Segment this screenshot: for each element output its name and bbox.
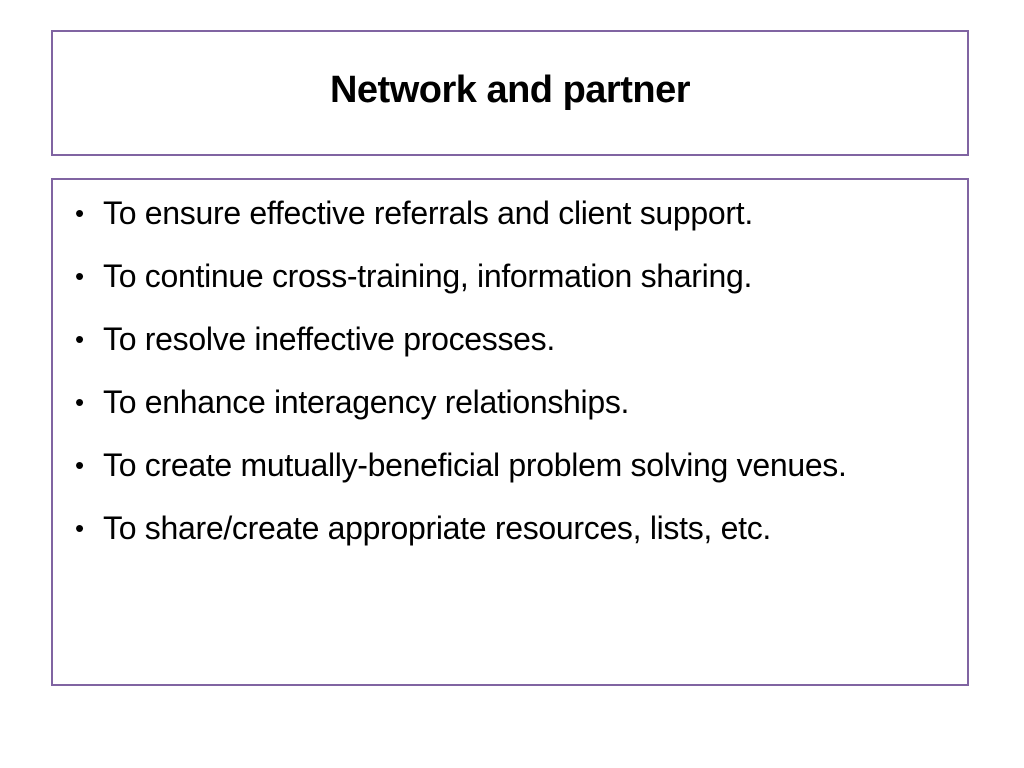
bullet-marker: • xyxy=(75,198,84,228)
bullet-text: To resolve ineffective processes. xyxy=(103,321,555,357)
bullet-text: To ensure effective referrals and client… xyxy=(103,195,753,231)
bullet-item: • To continue cross-training, informatio… xyxy=(67,257,953,295)
bullet-item: • To resolve ineffective processes. xyxy=(67,320,953,358)
bullet-list: • To ensure effective referrals and clie… xyxy=(67,194,953,547)
bullet-marker: • xyxy=(75,513,84,543)
bullet-text: To share/create appropriate resources, l… xyxy=(103,510,771,546)
bullet-item: • To share/create appropriate resources,… xyxy=(67,509,953,547)
bullet-text: To create mutually-beneficial problem so… xyxy=(103,447,847,483)
bullet-marker: • xyxy=(75,324,84,354)
bullet-item: • To enhance interagency relationships. xyxy=(67,383,953,421)
bullet-marker: • xyxy=(75,261,84,291)
bullet-text: To continue cross-training, information … xyxy=(103,258,753,294)
title-box: Network and partner xyxy=(51,30,969,156)
bullet-marker: • xyxy=(75,387,84,417)
bullet-item: • To create mutually-beneficial problem … xyxy=(67,446,953,484)
bullet-item: • To ensure effective referrals and clie… xyxy=(67,194,953,232)
content-box: • To ensure effective referrals and clie… xyxy=(51,178,969,686)
bullet-marker: • xyxy=(75,450,84,480)
bullet-text: To enhance interagency relationships. xyxy=(103,384,630,420)
slide-title: Network and partner xyxy=(329,68,691,111)
